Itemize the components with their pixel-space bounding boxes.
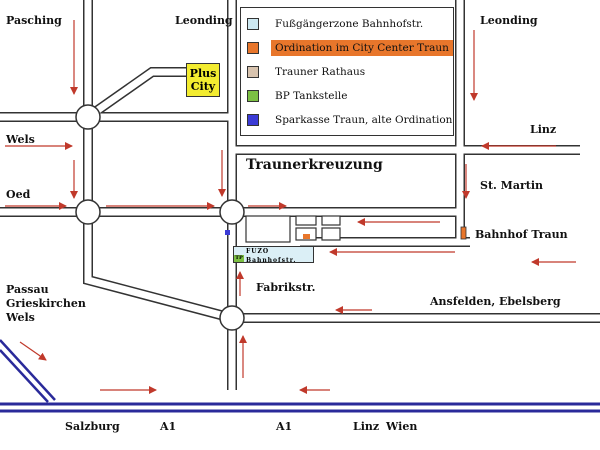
label-bahnhof-traun: Bahnhof Traun <box>475 228 568 241</box>
bahnhof-traun-marker <box>460 226 467 240</box>
fuzo-bahnhofstr-box: FUZO Bahnhofstr. TP <box>233 246 314 264</box>
legend-label: Sparkasse Traun, alte Ordination <box>275 114 453 126</box>
legend-item-sparkasse: Sparkasse Traun, alte Ordination <box>247 112 452 128</box>
label-passau: Passau <box>6 283 49 296</box>
label-wien: Wien <box>386 420 418 433</box>
roundabouts <box>75 104 245 331</box>
arrow-passau <box>19 341 47 361</box>
legend-swatch <box>247 114 259 126</box>
direction-arrows <box>5 20 576 394</box>
plus-city-box: Plus City <box>186 63 220 97</box>
label-traunerkreuzung: Traunerkreuzung <box>246 157 383 173</box>
plus-city-line1: Plus <box>189 67 217 80</box>
legend-label: BP Tankstelle <box>275 90 348 102</box>
legend-label: Fußgängerzone Bahnhofstr. <box>275 18 424 30</box>
legend-item-fussgaengerzone: Fußgängerzone Bahnhofstr. <box>247 16 423 32</box>
legend-item-ordination: Ordination im City Center Traun <box>247 40 453 56</box>
highway-a1 <box>0 339 600 413</box>
sparkasse-marker <box>225 230 230 235</box>
label-fabrikstr: Fabrikstr. <box>256 281 316 294</box>
label-wels-top: Wels <box>6 133 35 146</box>
ordination-marker <box>303 234 310 239</box>
fuzo-prefix: FUZO <box>246 248 270 255</box>
plus-city-line2: City <box>190 80 216 93</box>
label-leonding-right: Leonding <box>480 14 538 27</box>
label-a1-right: A1 <box>276 420 293 433</box>
legend: Fußgängerzone Bahnhofstr. Ordination im … <box>240 7 454 136</box>
legend-item-tankstelle: BP Tankstelle <box>247 88 347 104</box>
fuzo-name: Bahnhofstr. <box>246 257 297 264</box>
legend-swatch <box>247 90 259 102</box>
legend-swatch <box>247 66 259 78</box>
legend-swatch <box>247 42 259 54</box>
label-leonding-left: Leonding <box>175 14 233 27</box>
label-grieskirchen: Grieskirchen <box>6 297 86 310</box>
legend-label: Ordination im City Center Traun <box>271 40 453 56</box>
label-oed: Oed <box>6 188 31 201</box>
legend-label: Trauner Rathaus <box>275 66 366 78</box>
label-linz-right: Linz <box>530 123 557 136</box>
label-pasching: Pasching <box>6 14 62 27</box>
legend-item-rathaus: Trauner Rathaus <box>247 64 365 80</box>
tankstelle-marker: TP <box>234 255 244 262</box>
city-blocks <box>245 215 341 243</box>
label-ansfelden: Ansfelden, Ebelsberg <box>430 295 561 308</box>
label-linz-bottom: Linz <box>353 420 380 433</box>
label-salzburg: Salzburg <box>65 420 120 433</box>
label-st-martin: St. Martin <box>480 179 544 192</box>
label-a1-left: A1 <box>160 420 177 433</box>
legend-swatch <box>247 18 259 30</box>
label-wels-bottom: Wels <box>6 311 35 324</box>
